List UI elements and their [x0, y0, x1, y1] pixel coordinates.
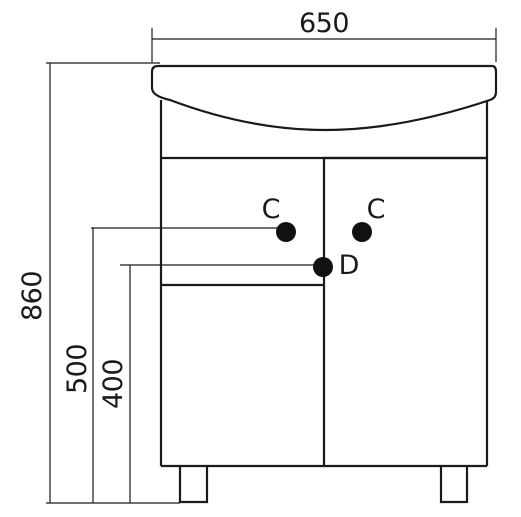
basin [150, 64, 498, 132]
legs [178, 466, 469, 504]
height-400-dimension: 400 [98, 264, 322, 503]
c-left-label: C [262, 194, 281, 225]
total-height-label: 860 [17, 271, 48, 321]
total-height-dimension: 860 [17, 62, 180, 504]
left-leg [178, 466, 209, 504]
cold-water-point [276, 222, 296, 242]
hot-water-point [352, 222, 372, 242]
width-dimension: 650 [151, 8, 497, 62]
connection-points: C C D [262, 194, 386, 281]
d-label: D [339, 250, 360, 281]
right-leg [439, 466, 469, 504]
cabinet [159, 100, 489, 468]
height-400-label: 400 [98, 359, 129, 409]
basin-outline [150, 64, 498, 132]
drain-point [313, 257, 333, 277]
width-label: 650 [299, 8, 349, 39]
height-500-label: 500 [62, 344, 93, 394]
height-500-dimension: 500 [62, 227, 285, 503]
c-right-label: C [367, 194, 386, 225]
